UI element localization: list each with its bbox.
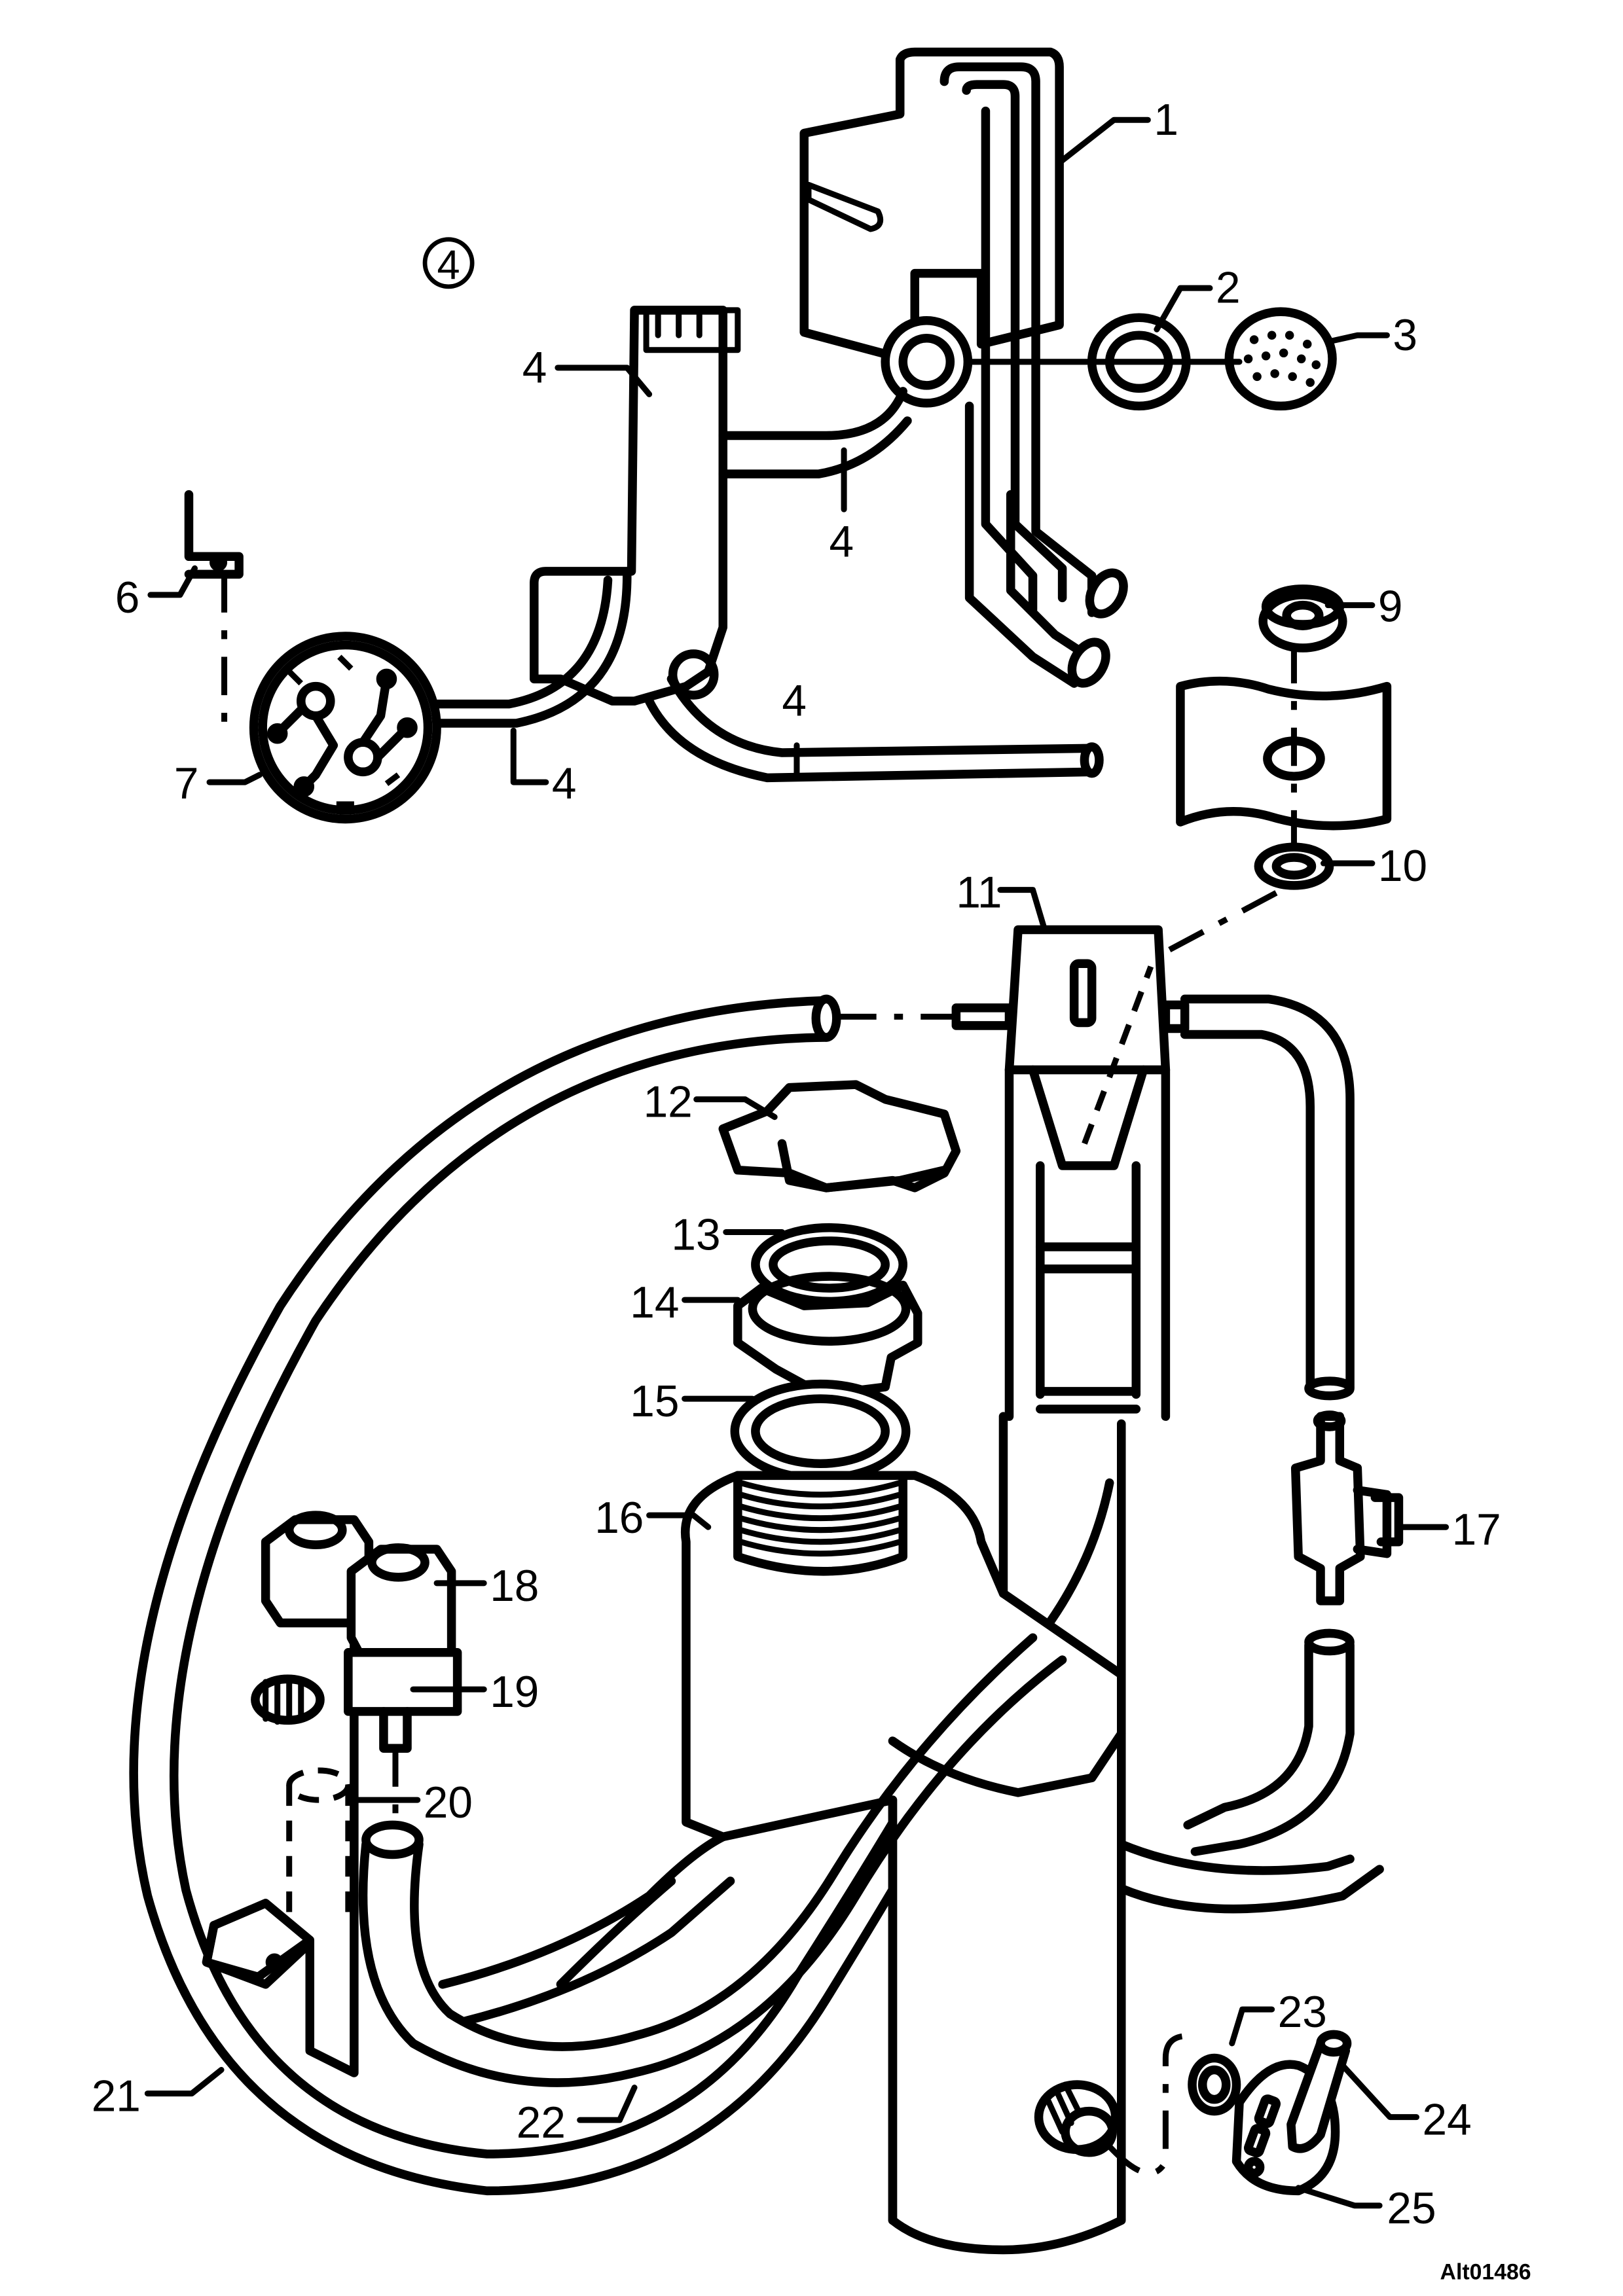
part-11-tee <box>951 925 1190 1421</box>
group-marker-label: 4 <box>437 243 460 289</box>
part-18-solenoid <box>261 1511 462 1753</box>
part-17-valve <box>1290 1410 1404 1605</box>
callout-19: 19 <box>490 1668 539 1717</box>
callout-1: 1 <box>1154 96 1178 145</box>
callout-17: 17 <box>1452 1505 1501 1554</box>
callout-6: 6 <box>115 573 140 622</box>
group-marker: 4 <box>422 237 475 289</box>
callout-2: 2 <box>1216 264 1241 313</box>
drawing-id: Alt01486 <box>1440 2260 1531 2285</box>
part-23-washer <box>1188 2053 1241 2116</box>
part-4-manifold <box>431 306 1104 783</box>
callout-15: 15 <box>630 1377 679 1426</box>
callout-21: 21 <box>92 2072 141 2121</box>
axis-line-10-11 <box>1164 890 1278 955</box>
callout-25: 25 <box>1387 2184 1436 2233</box>
callout-4-d: 4 <box>782 677 807 726</box>
part-12-cap <box>718 1080 961 1193</box>
leader-lines <box>144 117 1450 2209</box>
callout-20: 20 <box>424 1778 473 1827</box>
hose-right-lower <box>1117 1628 1384 1914</box>
part-10-washer <box>1254 842 1334 890</box>
callout-13: 13 <box>671 1211 720 1260</box>
callout-24: 24 <box>1423 2096 1472 2145</box>
callout-labels: 1 2 3 4 4 4 4 6 7 9 10 11 12 13 14 15 16… <box>92 96 1531 2285</box>
callout-3: 3 <box>1393 311 1417 360</box>
callout-4-b: 4 <box>830 517 854 566</box>
callout-18: 18 <box>490 1562 539 1611</box>
part-9-nut <box>1258 584 1347 653</box>
part-16-reservoir <box>681 1412 1126 2255</box>
part-15-gasket <box>730 1379 911 1483</box>
callout-4-a: 4 <box>522 343 547 392</box>
part-1-bracket <box>799 47 1128 688</box>
callout-22: 22 <box>517 2098 566 2147</box>
part-24-nozzle <box>1286 2030 1352 2153</box>
part-6-clip <box>184 490 244 579</box>
part-20-hidden-tube <box>286 1767 352 1926</box>
part-3-strainer <box>1224 307 1337 411</box>
callout-12: 12 <box>644 1078 693 1127</box>
callout-7: 7 <box>174 759 199 808</box>
hose-right-upper <box>1180 994 1355 1401</box>
hose-22 <box>358 1633 1067 2087</box>
axis-line-drain <box>1107 2033 1188 2176</box>
part-7-switch <box>249 632 441 824</box>
callout-9: 9 <box>1378 582 1403 631</box>
part-14-nut <box>733 1272 922 1399</box>
callout-10: 10 <box>1378 842 1427 891</box>
inlet-fitting <box>251 1674 325 1725</box>
panel-section <box>1176 676 1392 831</box>
callout-16: 16 <box>594 1494 644 1543</box>
callout-23: 23 <box>1278 1988 1327 2037</box>
callout-11: 11 <box>956 869 1002 918</box>
callout-14: 14 <box>630 1278 679 1327</box>
fitting-ring <box>881 315 973 408</box>
callout-4-c: 4 <box>552 759 577 808</box>
part-19-bracket <box>202 1596 359 2077</box>
drain-fitting <box>1034 2080 1120 2157</box>
